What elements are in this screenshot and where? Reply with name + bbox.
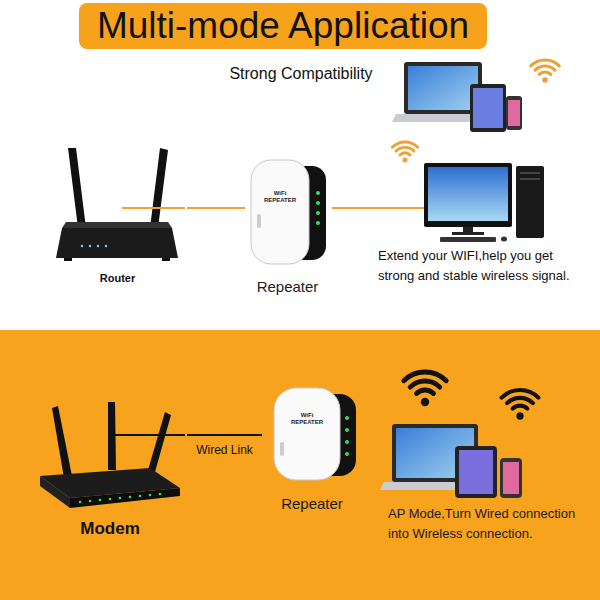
repeater-illustration: [345, 452, 349, 456]
modem-illustration: [70, 488, 180, 508]
client-devices-illustration: [455, 446, 497, 498]
device-label: Modem: [35, 519, 185, 539]
router-illustration: [62, 222, 172, 228]
repeater-illustration: [345, 440, 349, 444]
device-label: Repeater: [245, 278, 330, 296]
client-devices-illustration: [503, 462, 519, 494]
wifi-icon: [404, 372, 446, 406]
device-print: WiFi REPEATER: [262, 190, 298, 203]
router-device: Router: [50, 140, 187, 290]
router-illustration: [64, 258, 72, 261]
repeater-device: WiFi REPEATER Repeater: [262, 385, 364, 517]
top-laptop: [392, 62, 522, 132]
repeater-illustration: [257, 214, 261, 228]
router-illustration: [105, 245, 107, 247]
desktop-illustration: [520, 178, 540, 180]
client-devices: AP Mode,Turn Wired connection into Wirel…: [384, 378, 596, 547]
top-laptop: [408, 66, 478, 110]
desktop-illustration: [424, 163, 512, 227]
modem-illustration: [139, 495, 142, 498]
repeater-illustration: [251, 160, 309, 264]
router-illustration: [89, 245, 91, 247]
repeater-illustration: [316, 211, 320, 215]
modem-illustration: [109, 498, 112, 501]
caption-text: AP Mode,Turn Wired connection into Wirel…: [388, 504, 594, 543]
cable-wire: [122, 207, 185, 209]
plain-label: Strong Compatibility: [229, 65, 372, 83]
repeater-illustration: [274, 388, 340, 480]
desktop-illustration: [452, 232, 484, 235]
wifi-icon: [531, 60, 559, 83]
modem-illustration: [99, 499, 102, 502]
repeater-illustration: [345, 416, 349, 420]
router-illustration: [162, 258, 170, 261]
modem-illustration: [159, 493, 162, 496]
repeater-illustration: [316, 201, 320, 205]
router-illustration: [68, 148, 86, 228]
cable-wire: [376, 207, 424, 209]
repeater-illustration: [316, 191, 320, 195]
device-label: Router: [50, 272, 185, 285]
client-devices-illustration: [380, 424, 522, 498]
modem-illustration: [148, 412, 171, 472]
top-laptop: [473, 88, 503, 128]
desktop-illustration: [424, 163, 544, 242]
wifi-icon: [502, 390, 539, 420]
desktop-illustration: [501, 237, 507, 242]
modem-illustration: [129, 496, 132, 499]
repeater-illustration: [274, 388, 356, 480]
client-devices-illustration: [459, 450, 493, 494]
desktop-illustration: [516, 166, 544, 238]
wire-connector: [187, 434, 262, 436]
device-label: Repeater: [262, 495, 362, 513]
device-print: WiFi REPEATER: [289, 412, 325, 425]
title-banner: Multi-mode Application: [79, 3, 487, 49]
desktop-illustration: [440, 237, 496, 242]
desktop-computer: Extend your WIFI,help you get strong and…: [376, 140, 594, 292]
cable-wire: [112, 434, 185, 436]
top-laptop: [508, 100, 520, 126]
modem-illustration: [79, 501, 82, 504]
repeater-illustration: [345, 428, 349, 432]
wifi-icon: [392, 142, 417, 163]
modem-device: Modem: [35, 375, 187, 543]
modem-illustration: [119, 497, 122, 500]
router-illustration: [150, 148, 168, 228]
title-text: Multi-mode Application: [97, 5, 469, 46]
repeater-device: WiFi REPEATER Repeater: [245, 155, 332, 300]
caption-text: Extend your WIFI,help you get strong and…: [378, 246, 592, 285]
repeater-illustration: [280, 442, 284, 456]
client-devices-illustration: [500, 458, 522, 498]
modem-illustration: [89, 500, 92, 503]
top-laptop: [506, 96, 522, 130]
top-laptop: [470, 84, 506, 132]
modem-illustration: [149, 494, 152, 497]
modem-illustration: [40, 402, 180, 508]
link-label: Wired Link: [196, 443, 253, 457]
modem-illustration: [52, 406, 72, 478]
router-illustration: [97, 245, 99, 247]
router-illustration: [56, 148, 178, 261]
router-illustration: [56, 228, 178, 258]
repeater-illustration: [316, 221, 320, 225]
wire-connector: [187, 207, 245, 209]
router-illustration: [81, 245, 83, 247]
desktop-illustration: [520, 172, 540, 174]
modem-illustration: [40, 476, 70, 508]
wire-connector: [332, 207, 376, 209]
desktop-illustration: [428, 167, 508, 221]
repeater-illustration: [251, 160, 326, 264]
orange-band: [0, 330, 600, 600]
